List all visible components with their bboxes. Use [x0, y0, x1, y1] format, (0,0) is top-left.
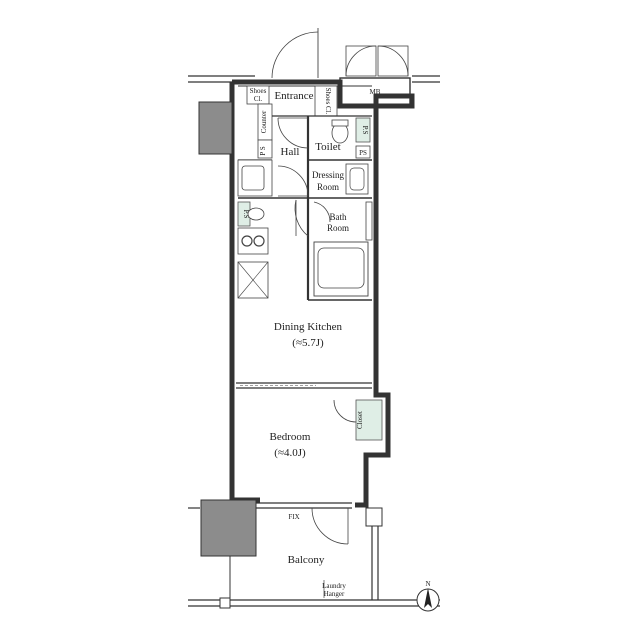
balcony-label: Balcony — [288, 554, 325, 566]
mb-door-arc-right — [377, 45, 409, 77]
bath-shelf — [365, 201, 373, 241]
mb-door-right — [377, 45, 409, 77]
bath-room-label-1: Bath — [330, 212, 347, 222]
column-top-left — [198, 101, 233, 155]
washer-diagonal-2 — [237, 261, 269, 299]
north-label: N — [425, 580, 430, 588]
closet-label: Closet — [356, 411, 364, 429]
fridge-space — [237, 159, 273, 197]
north-arrow-icon — [424, 588, 432, 608]
shoes-closet-right-label: Shoes Cl. — [324, 88, 332, 115]
burner-1-icon — [241, 235, 253, 247]
counter-label: Counter — [260, 110, 268, 133]
closet-door-arc — [333, 399, 357, 423]
bath-door-arc-right — [313, 201, 331, 223]
toilet-door-arc — [277, 117, 309, 149]
laundry-label-2: Hanger — [324, 590, 345, 598]
dressing-door-arc — [277, 165, 309, 197]
toilet-tank — [331, 119, 349, 127]
closet-box — [355, 399, 383, 441]
drain-box — [219, 597, 231, 609]
fix-label: FIX — [288, 513, 299, 521]
shoes-closet-left-label-2: Cl. — [254, 95, 263, 103]
toilet-ps-upper-box — [355, 117, 371, 143]
balcony-door-arc — [311, 507, 349, 545]
bath-room-label-2: Room — [327, 223, 349, 233]
burner-2-icon — [253, 235, 265, 247]
dining-kitchen-label: Dining Kitchen — [274, 321, 343, 333]
outer-wall-right — [232, 79, 415, 508]
shoes-closet-left-label-1: Shoes — [250, 87, 267, 95]
washbasin-bowl — [349, 167, 365, 191]
toilet-ps-label: PS — [359, 149, 367, 157]
bathtub — [313, 241, 369, 297]
entrance-label: Entrance — [274, 90, 313, 102]
balcony-pillar — [365, 507, 383, 527]
fridge-icon — [241, 165, 265, 191]
ps-hall-label: P S — [259, 146, 267, 155]
mb-label: MB — [370, 88, 381, 96]
cooktop — [237, 227, 269, 255]
bedroom-label: Bedroom — [270, 431, 311, 443]
mb-door-left — [345, 45, 377, 77]
toilet-ps-upper-label: P.S — [361, 126, 369, 135]
laundry-label-1: Laundry — [322, 582, 346, 590]
mb-door-arc-left — [345, 45, 377, 77]
dressing-room-label-2: Room — [317, 182, 339, 192]
washbasin — [345, 163, 369, 195]
dressing-room-label-1: Dressing — [312, 170, 344, 180]
kitchen-ps-label: P.S — [242, 210, 250, 219]
hall-label: Hall — [281, 146, 300, 158]
entrance-door-arc — [271, 31, 319, 79]
bedroom-area: (≈4.0J) — [274, 447, 306, 459]
ps-hall-box — [257, 139, 273, 159]
bathtub-inner — [317, 247, 365, 289]
kitchen-sink — [247, 207, 265, 221]
toilet-label: Toilet — [315, 141, 341, 153]
bath-door-arc-left — [294, 199, 309, 237]
column-bottom-left — [200, 499, 257, 557]
dining-kitchen-area: (≈5.7J) — [292, 337, 324, 349]
toilet-ps-box — [355, 145, 371, 159]
